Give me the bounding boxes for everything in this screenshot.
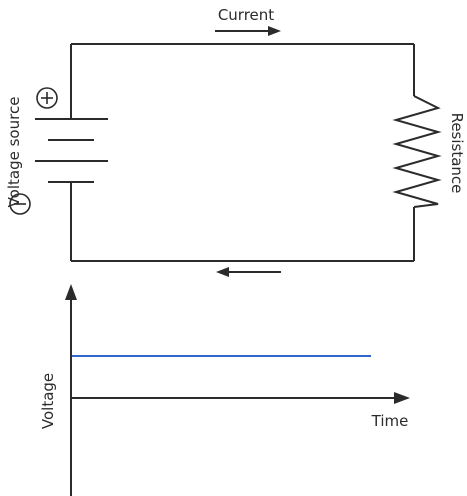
resistor-zigzag [392,95,442,208]
voltage-source-label: Voltage source [5,97,23,208]
y-axis-arrow-icon [65,284,77,300]
x-axis-arrow-icon [394,392,410,404]
circuit [35,43,442,262]
y-axis-label: Voltage [39,373,57,429]
x-axis-label: Time [371,412,409,430]
current-arrow-right-icon [215,26,281,36]
plus-terminal-icon [36,87,58,109]
current-label: Current [218,6,274,24]
battery-symbol [35,118,108,183]
resistance-label: Resistance [448,113,466,194]
current-arrow-left-icon [216,267,281,277]
minus-terminal-icon [9,193,31,215]
voltage-time-graph: Voltage Time [39,284,410,496]
